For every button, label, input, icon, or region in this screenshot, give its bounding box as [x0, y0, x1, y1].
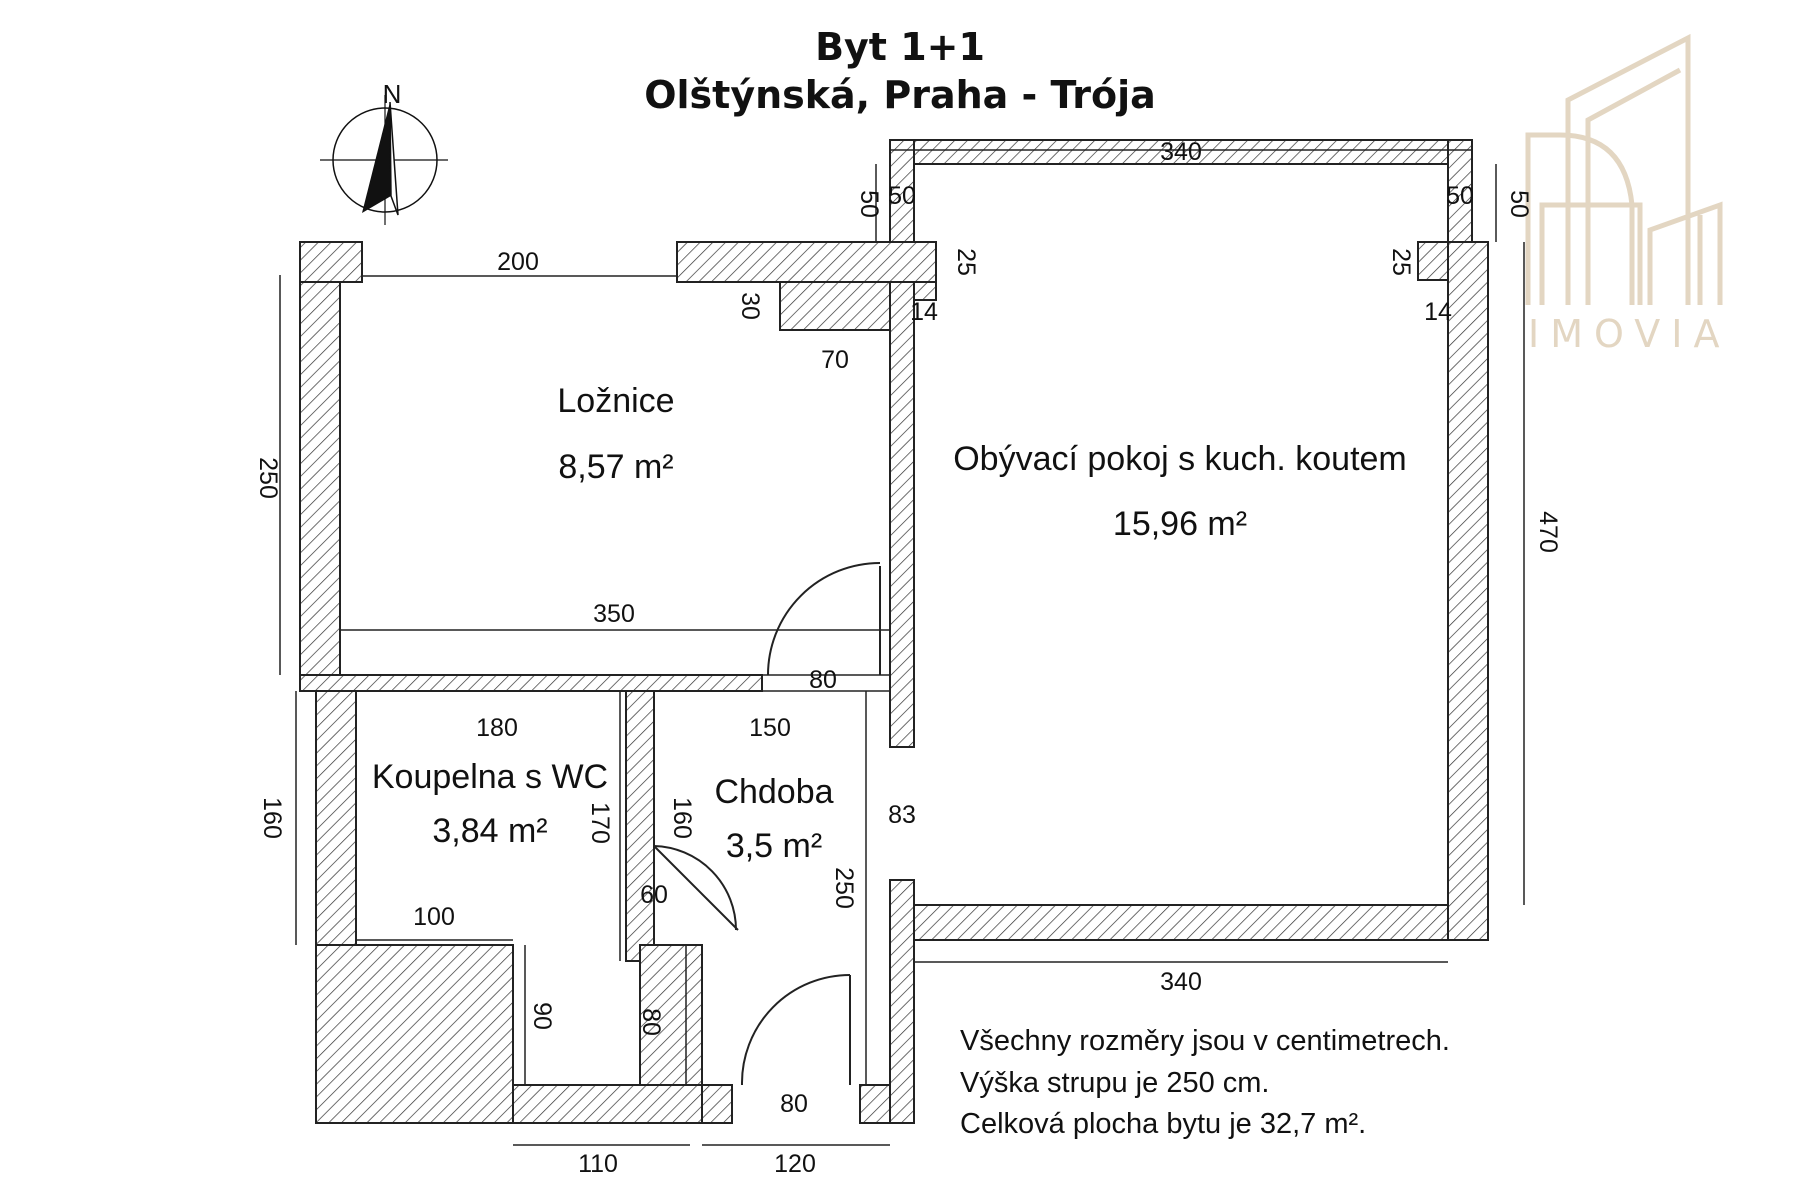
room-name-obyvaci: Obývací pokoj s kuch. koutem [953, 440, 1407, 478]
bedroom-door [767, 562, 881, 676]
bedroom-living-wall [889, 281, 915, 748]
dim-living-bottom: 340 [1160, 968, 1202, 996]
bedroom-bottom-wall [299, 674, 763, 692]
room-name-loznice: Ložnice [557, 382, 674, 420]
dim-step-25-left: 25 [952, 248, 980, 276]
hall-bottom-wall-left [701, 1084, 733, 1124]
dimension-lines [279, 149, 1525, 1146]
dim-bottom-120: 120 [774, 1150, 816, 1178]
plan-subtitle: Olštýnská, Praha - Trója [644, 73, 1156, 117]
dim-step-14-left: 14 [910, 298, 938, 326]
living-right-step [1417, 241, 1449, 281]
brand-name: IMOVIA [1528, 312, 1730, 356]
balcony-right-wall [1447, 139, 1473, 243]
compass-icon: N [320, 79, 448, 225]
bathroom-shaft [315, 944, 514, 1124]
dim-top-balcony-width: 340 [1160, 138, 1202, 166]
dim-hall-inner-160: 160 [668, 797, 696, 839]
dim-entry-door: 80 [780, 1090, 808, 1118]
hall-living-wall [889, 879, 915, 1124]
bedroom-top-wall-left [299, 241, 363, 283]
living-bottom-wall [913, 904, 1449, 941]
dimension-labels: 340 50 50 50 50 200 25 14 25 14 30 70 25… [254, 138, 1562, 1178]
dim-step-14-right: 14 [1424, 298, 1452, 326]
dim-niche-70: 70 [821, 346, 849, 374]
dim-bedroom-window: 200 [497, 248, 539, 276]
bedroom-top-wall-right [676, 241, 937, 283]
dim-bath-inner-170: 170 [586, 802, 614, 844]
dim-bottom-110: 110 [578, 1150, 618, 1178]
note-total-area: Celková plocha bytu je 32,7 m². [960, 1108, 1366, 1140]
room-area-obyvaci: 15,96 m² [1113, 505, 1247, 543]
dim-bath-width: 180 [476, 714, 518, 742]
dim-bath-door: 60 [640, 881, 668, 909]
room-area-loznice: 8,57 m² [558, 448, 673, 486]
hall-bottom-wall-right [859, 1084, 891, 1124]
room-area-koupelna: 3,84 m² [432, 812, 547, 850]
note-ceiling-height: Výška strupu je 250 cm. [960, 1067, 1269, 1099]
bath-hall-wall [625, 690, 655, 962]
dim-bedroom-width: 350 [593, 600, 635, 628]
balcony-left-wall [889, 139, 915, 243]
dim-balcony-right-wall: 50 [1446, 182, 1474, 210]
dim-hall-width: 150 [749, 714, 791, 742]
dim-step-25-right: 25 [1387, 248, 1415, 276]
dim-balcony-left-depth: 50 [855, 190, 883, 218]
bedroom-left-wall [299, 281, 341, 676]
bath-bottom-wall [512, 1084, 703, 1124]
balcony-top-wall [889, 139, 1473, 165]
plan-title: Byt 1+1 [815, 25, 985, 69]
dim-balcony-left-wall: 50 [888, 182, 916, 210]
dim-hall-opening-83: 83 [888, 801, 916, 829]
dim-living-height: 470 [1534, 511, 1562, 553]
dim-hall-length: 250 [830, 867, 858, 909]
dim-niche-30: 30 [736, 292, 764, 320]
doors [653, 562, 881, 1086]
entry-door [740, 974, 851, 1086]
bathroom-door [653, 845, 739, 931]
dim-balcony-right-depth: 50 [1505, 190, 1533, 218]
dim-bath-bottom-100: 100 [413, 903, 455, 931]
dim-bath-height: 160 [258, 797, 286, 839]
room-name-chodba: Chdoba [714, 773, 833, 811]
dim-bath-niche-90: 90 [528, 1002, 556, 1030]
dim-hall-niche-80: 80 [637, 1008, 665, 1036]
room-name-koupelna: Koupelna s WC [372, 758, 608, 796]
living-right-wall [1447, 241, 1489, 941]
dim-bedroom-door: 80 [809, 666, 837, 694]
compass-north-label: N [383, 79, 402, 109]
dim-bedroom-height: 250 [254, 457, 282, 499]
imovia-logo: IMOVIA [1525, 33, 1730, 356]
walls [299, 139, 1489, 1124]
room-area-chodba: 3,5 m² [726, 827, 822, 865]
note-units: Všechny rozměry jsou v centimetrech. [960, 1025, 1450, 1057]
